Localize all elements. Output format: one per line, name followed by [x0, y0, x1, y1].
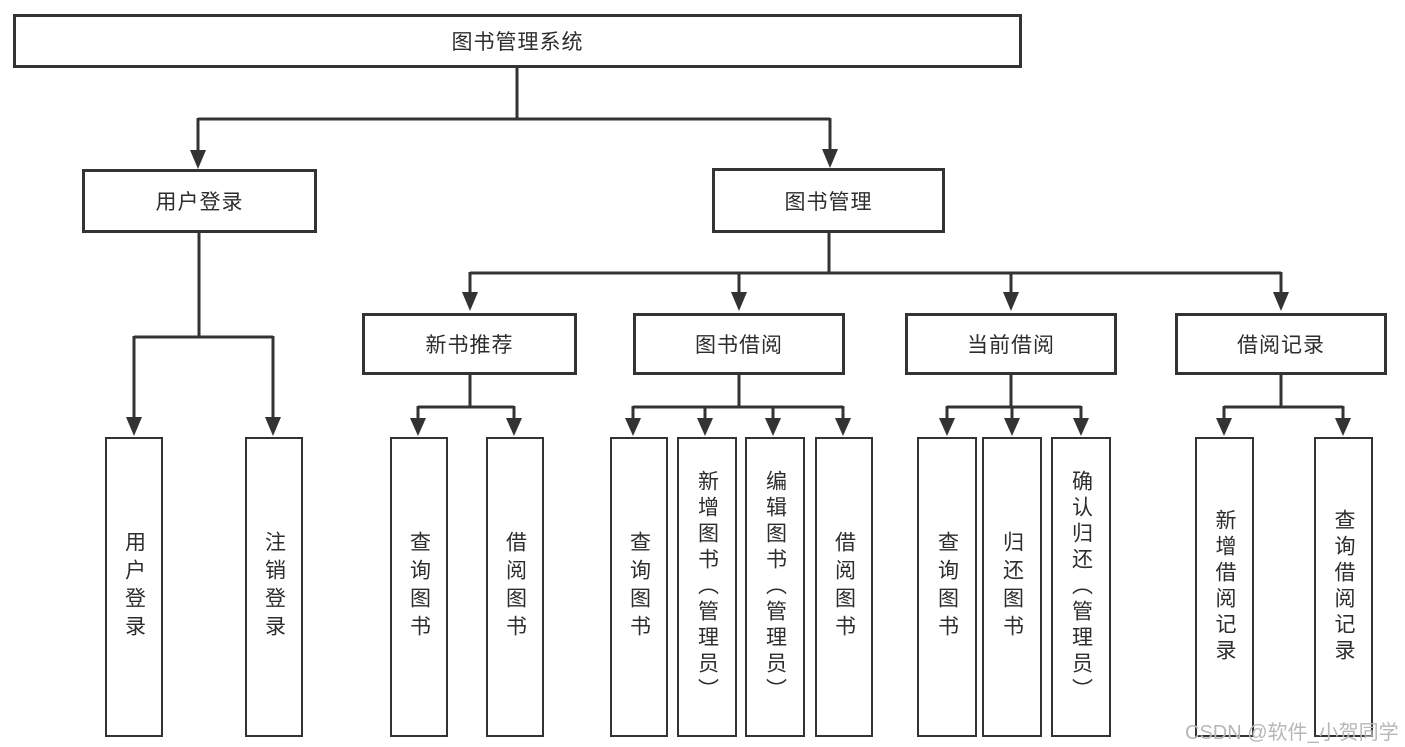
leaf-borrow-books-recommend: 借阅图书	[486, 437, 544, 737]
csdn-watermark: CSDN @软件_小贺同学	[1185, 722, 1399, 744]
node-borrowing-records: 借阅记录	[1175, 313, 1387, 375]
node-label: 图书管理系统	[451, 31, 584, 54]
leaf-label: 查询借阅记录	[1332, 509, 1355, 665]
leaf-label: 查询图书	[627, 531, 651, 643]
leaf-label: 归还图书	[1000, 531, 1024, 643]
leaf-label: 借阅图书	[503, 531, 527, 643]
leaf-edit-book-admin: 编辑图书（管理员）	[745, 437, 805, 737]
leaf-search-books-current: 查询图书	[917, 437, 977, 737]
node-label: 用户登录	[155, 191, 244, 214]
leaf-logout: 注销登录	[245, 437, 303, 737]
node-new-book-recommendation: 新书推荐	[362, 313, 577, 375]
node-label: 新书推荐	[425, 334, 514, 357]
leaf-label: 新增借阅记录	[1213, 509, 1236, 665]
node-user-login: 用户登录	[82, 169, 317, 233]
leaf-search-borrow-record: 查询借阅记录	[1314, 437, 1373, 737]
leaf-label: 借阅图书	[832, 531, 856, 643]
leaf-user-login: 用户登录	[105, 437, 163, 737]
leaf-search-books-borrow: 查询图书	[610, 437, 668, 737]
node-label: 借阅记录	[1237, 334, 1325, 357]
leaf-label: 新增图书（管理员）	[695, 470, 719, 704]
node-label: 当前借阅	[967, 334, 1055, 357]
leaf-borrow-books: 借阅图书	[815, 437, 873, 737]
leaf-label: 确认归还（管理员）	[1069, 470, 1093, 704]
leaf-search-books-recommend: 查询图书	[390, 437, 448, 737]
leaf-label: 编辑图书（管理员）	[763, 470, 787, 704]
leaf-return-books: 归还图书	[982, 437, 1042, 737]
node-current-borrowing: 当前借阅	[905, 313, 1117, 375]
leaf-confirm-return-admin: 确认归还（管理员）	[1051, 437, 1111, 737]
arrow-heads	[126, 149, 1351, 436]
leaf-label: 查询图书	[935, 531, 959, 643]
node-label: 图书管理	[784, 190, 873, 214]
node-library-management-system: 图书管理系统	[13, 14, 1022, 68]
node-book-management: 图书管理	[712, 168, 945, 233]
connector-paths	[132, 68, 1345, 419]
leaf-label: 注销登录	[262, 531, 286, 643]
node-label: 图书借阅	[695, 334, 783, 357]
leaf-add-borrow-record: 新增借阅记录	[1195, 437, 1254, 737]
node-book-borrowing: 图书借阅	[633, 313, 845, 375]
leaf-label: 用户登录	[122, 531, 146, 643]
leaf-label: 查询图书	[407, 531, 431, 643]
leaf-add-book-admin: 新增图书（管理员）	[677, 437, 737, 737]
